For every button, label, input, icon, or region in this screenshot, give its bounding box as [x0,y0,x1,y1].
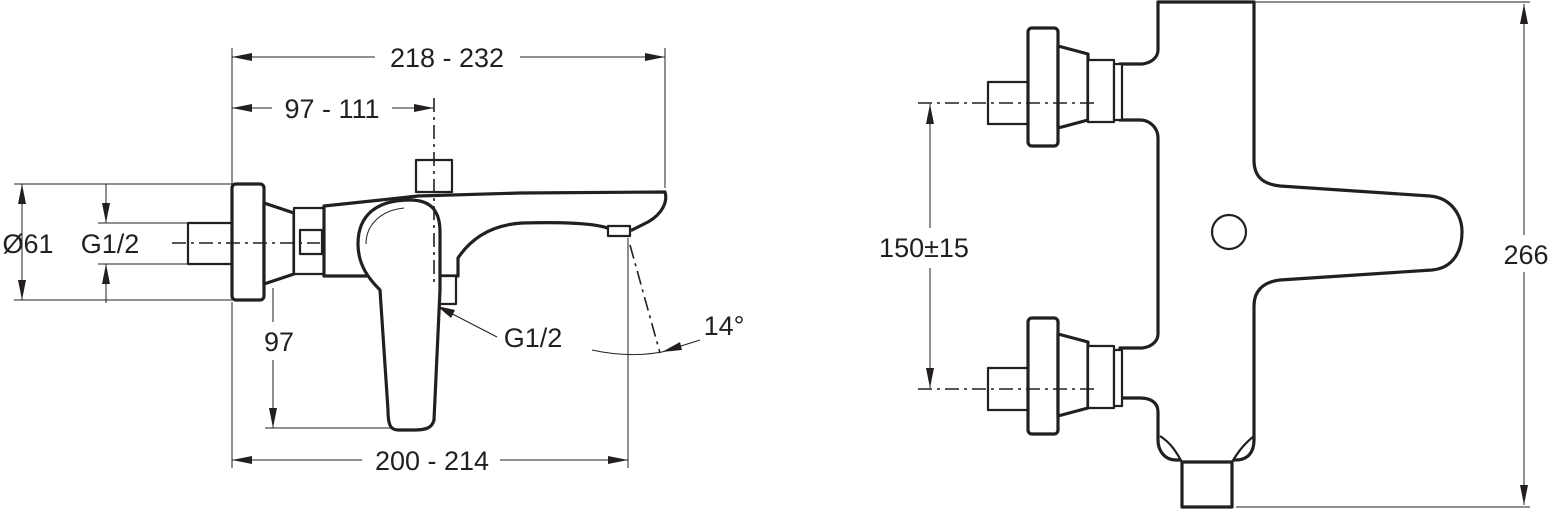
dimension-inlet-spacing: 150±15 [879,233,969,263]
lower-eccentric-nut [1056,332,1090,418]
arrowhead [232,104,252,112]
dimension-inlet-to-diverter: 97 - 111 [284,94,379,124]
spout-aerator [606,224,632,238]
dimension-outlet-thread: G1/2 [504,323,563,353]
arrowhead [662,342,682,352]
dimension-overall-width: 218 - 232 [390,43,504,73]
arrowhead [232,456,252,464]
dimension-spout-angle: 14° [704,311,745,341]
lower-union-ring [1112,348,1124,408]
arrowhead [102,264,110,284]
arrowhead [926,104,934,124]
dimension-flange-diameter: Ø61 [2,229,53,259]
upper-union-nut [1086,58,1116,124]
angle-arc [591,349,663,356]
union-insert [298,228,324,256]
arrowhead [414,104,434,112]
upper-eccentric-nut [1056,44,1090,130]
bottom-outlet [1180,460,1234,509]
thermostat-body [1118,0,1464,462]
dimension-inlet-thread: G1/2 [81,229,140,259]
spout-flow-axis [629,244,661,354]
arrowhead [608,456,628,464]
arrowhead [269,408,277,428]
lower-union-nut [1086,344,1116,410]
dimension-inlet-to-spout: 200 - 214 [375,446,489,476]
upper-union-ring [1112,62,1124,122]
arrowhead [18,280,26,300]
upper-wall-flange [1026,26,1060,148]
arrowhead [1520,4,1528,24]
arrowhead [437,306,455,318]
arrowhead [926,368,934,388]
wall-flange [230,182,266,302]
arrowhead [1520,485,1528,505]
handle-contour [365,207,405,245]
lower-wall-flange [1026,316,1060,436]
arrowhead [18,184,26,204]
centre-hole [1210,213,1248,251]
dimension-overall-height: 266 [1503,240,1548,270]
arrowhead [102,203,110,223]
lever-handle [356,198,442,432]
arrowhead [232,53,252,61]
side-view: 218 - 232 97 - 111 200 - 214 Ø61 G1/2 97 [2,43,744,476]
front-view: 266 150±15 [879,0,1549,509]
dimension-handle-drop: 97 [264,327,294,357]
arrowhead [645,53,665,61]
